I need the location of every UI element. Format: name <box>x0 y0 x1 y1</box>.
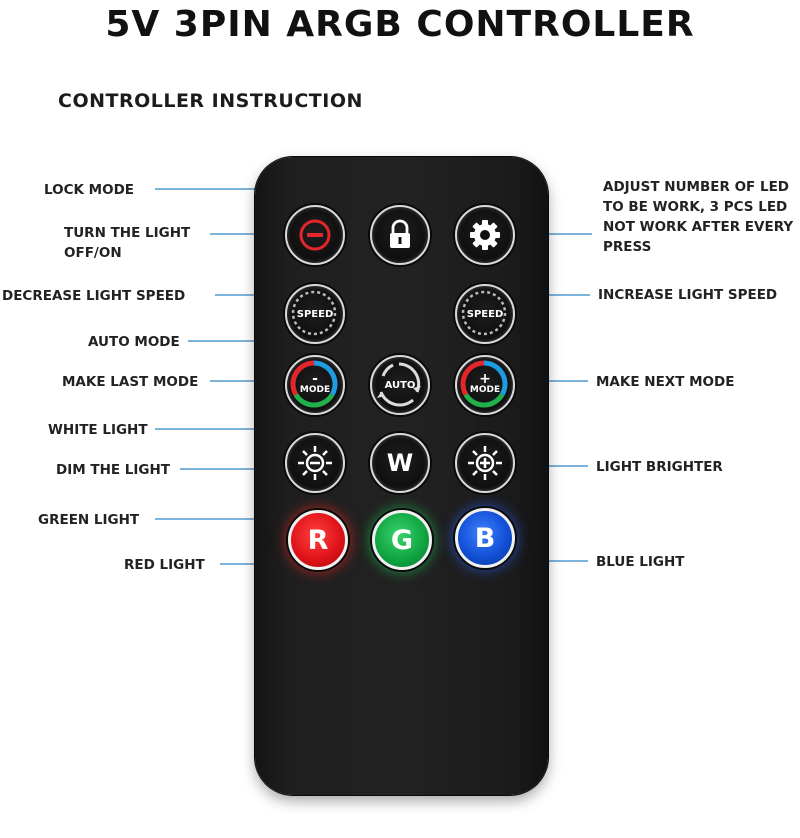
blue-text: B <box>474 522 496 554</box>
speed-up-text: SPEED <box>466 308 504 320</box>
label-light-brighter: LIGHT BRIGHTER <box>596 459 723 475</box>
white-text: W <box>386 449 414 477</box>
speed-ring-icon <box>461 290 507 336</box>
label-white-light: WHITE LIGHT <box>48 422 148 438</box>
label-green-light: GREEN LIGHT <box>38 512 140 528</box>
blue-light-button[interactable]: B <box>455 508 515 568</box>
last-mode-text: MODE <box>299 385 331 395</box>
next-mode-text: MODE <box>469 385 501 395</box>
red-light-button[interactable]: R <box>288 510 348 570</box>
power-button[interactable] <box>285 205 345 265</box>
dim-button[interactable] <box>285 433 345 493</box>
auto-text: AUTO <box>384 379 416 391</box>
page-title: 5V 3PIN ARGB CONTROLLER <box>105 4 695 45</box>
label-adjust-led: ADJUST NUMBER OF LED TO BE WORK, 3 PCS L… <box>603 179 794 255</box>
green-text: G <box>390 524 414 556</box>
brighter-button[interactable] <box>455 433 515 493</box>
label-blue-light: BLUE LIGHT <box>596 554 685 570</box>
last-mode-button[interactable]: - MODE <box>285 355 345 415</box>
next-mode-button[interactable]: + MODE <box>455 355 515 415</box>
label-red-light: RED LIGHT <box>124 557 205 573</box>
label-decrease-speed: DECREASE LIGHT SPEED <box>2 288 186 304</box>
sun-plus-icon <box>468 446 502 480</box>
cycle-arrows-icon <box>377 362 421 407</box>
instruction-heading: CONTROLLER INSTRUCTION <box>58 90 363 112</box>
speed-up-button[interactable]: SPEED <box>455 284 515 344</box>
minus-sign: - <box>312 371 318 387</box>
plus-sign: + <box>479 371 491 387</box>
speed-down-text: SPEED <box>296 308 334 320</box>
label-next-mode: MAKE NEXT MODE <box>596 374 735 390</box>
red-text: R <box>307 524 329 556</box>
power-minus-icon <box>299 219 331 251</box>
label-increase-speed: INCREASE LIGHT SPEED <box>598 287 778 303</box>
lock-button[interactable] <box>370 205 430 265</box>
color-ring-icon <box>460 360 508 408</box>
label-auto-mode: AUTO MODE <box>88 334 180 350</box>
green-light-button[interactable]: G <box>372 510 432 570</box>
auto-mode-button[interactable]: AUTO <box>370 355 430 415</box>
label-lock-mode: LOCK MODE <box>44 182 135 198</box>
color-ring-icon <box>290 360 338 408</box>
sun-minus-icon <box>298 446 332 480</box>
white-light-button[interactable]: W <box>370 433 430 493</box>
speed-ring-icon <box>291 290 337 336</box>
label-dim-light: DIM THE LIGHT <box>56 462 171 478</box>
gear-icon <box>470 220 500 250</box>
lock-icon <box>390 219 410 248</box>
label-last-mode: MAKE LAST MODE <box>62 374 199 390</box>
label-turn-off-on: TURN THE LIGHT OFF/ON <box>64 225 191 261</box>
speed-down-button[interactable]: SPEED <box>285 284 345 344</box>
led-count-button[interactable] <box>455 205 515 265</box>
